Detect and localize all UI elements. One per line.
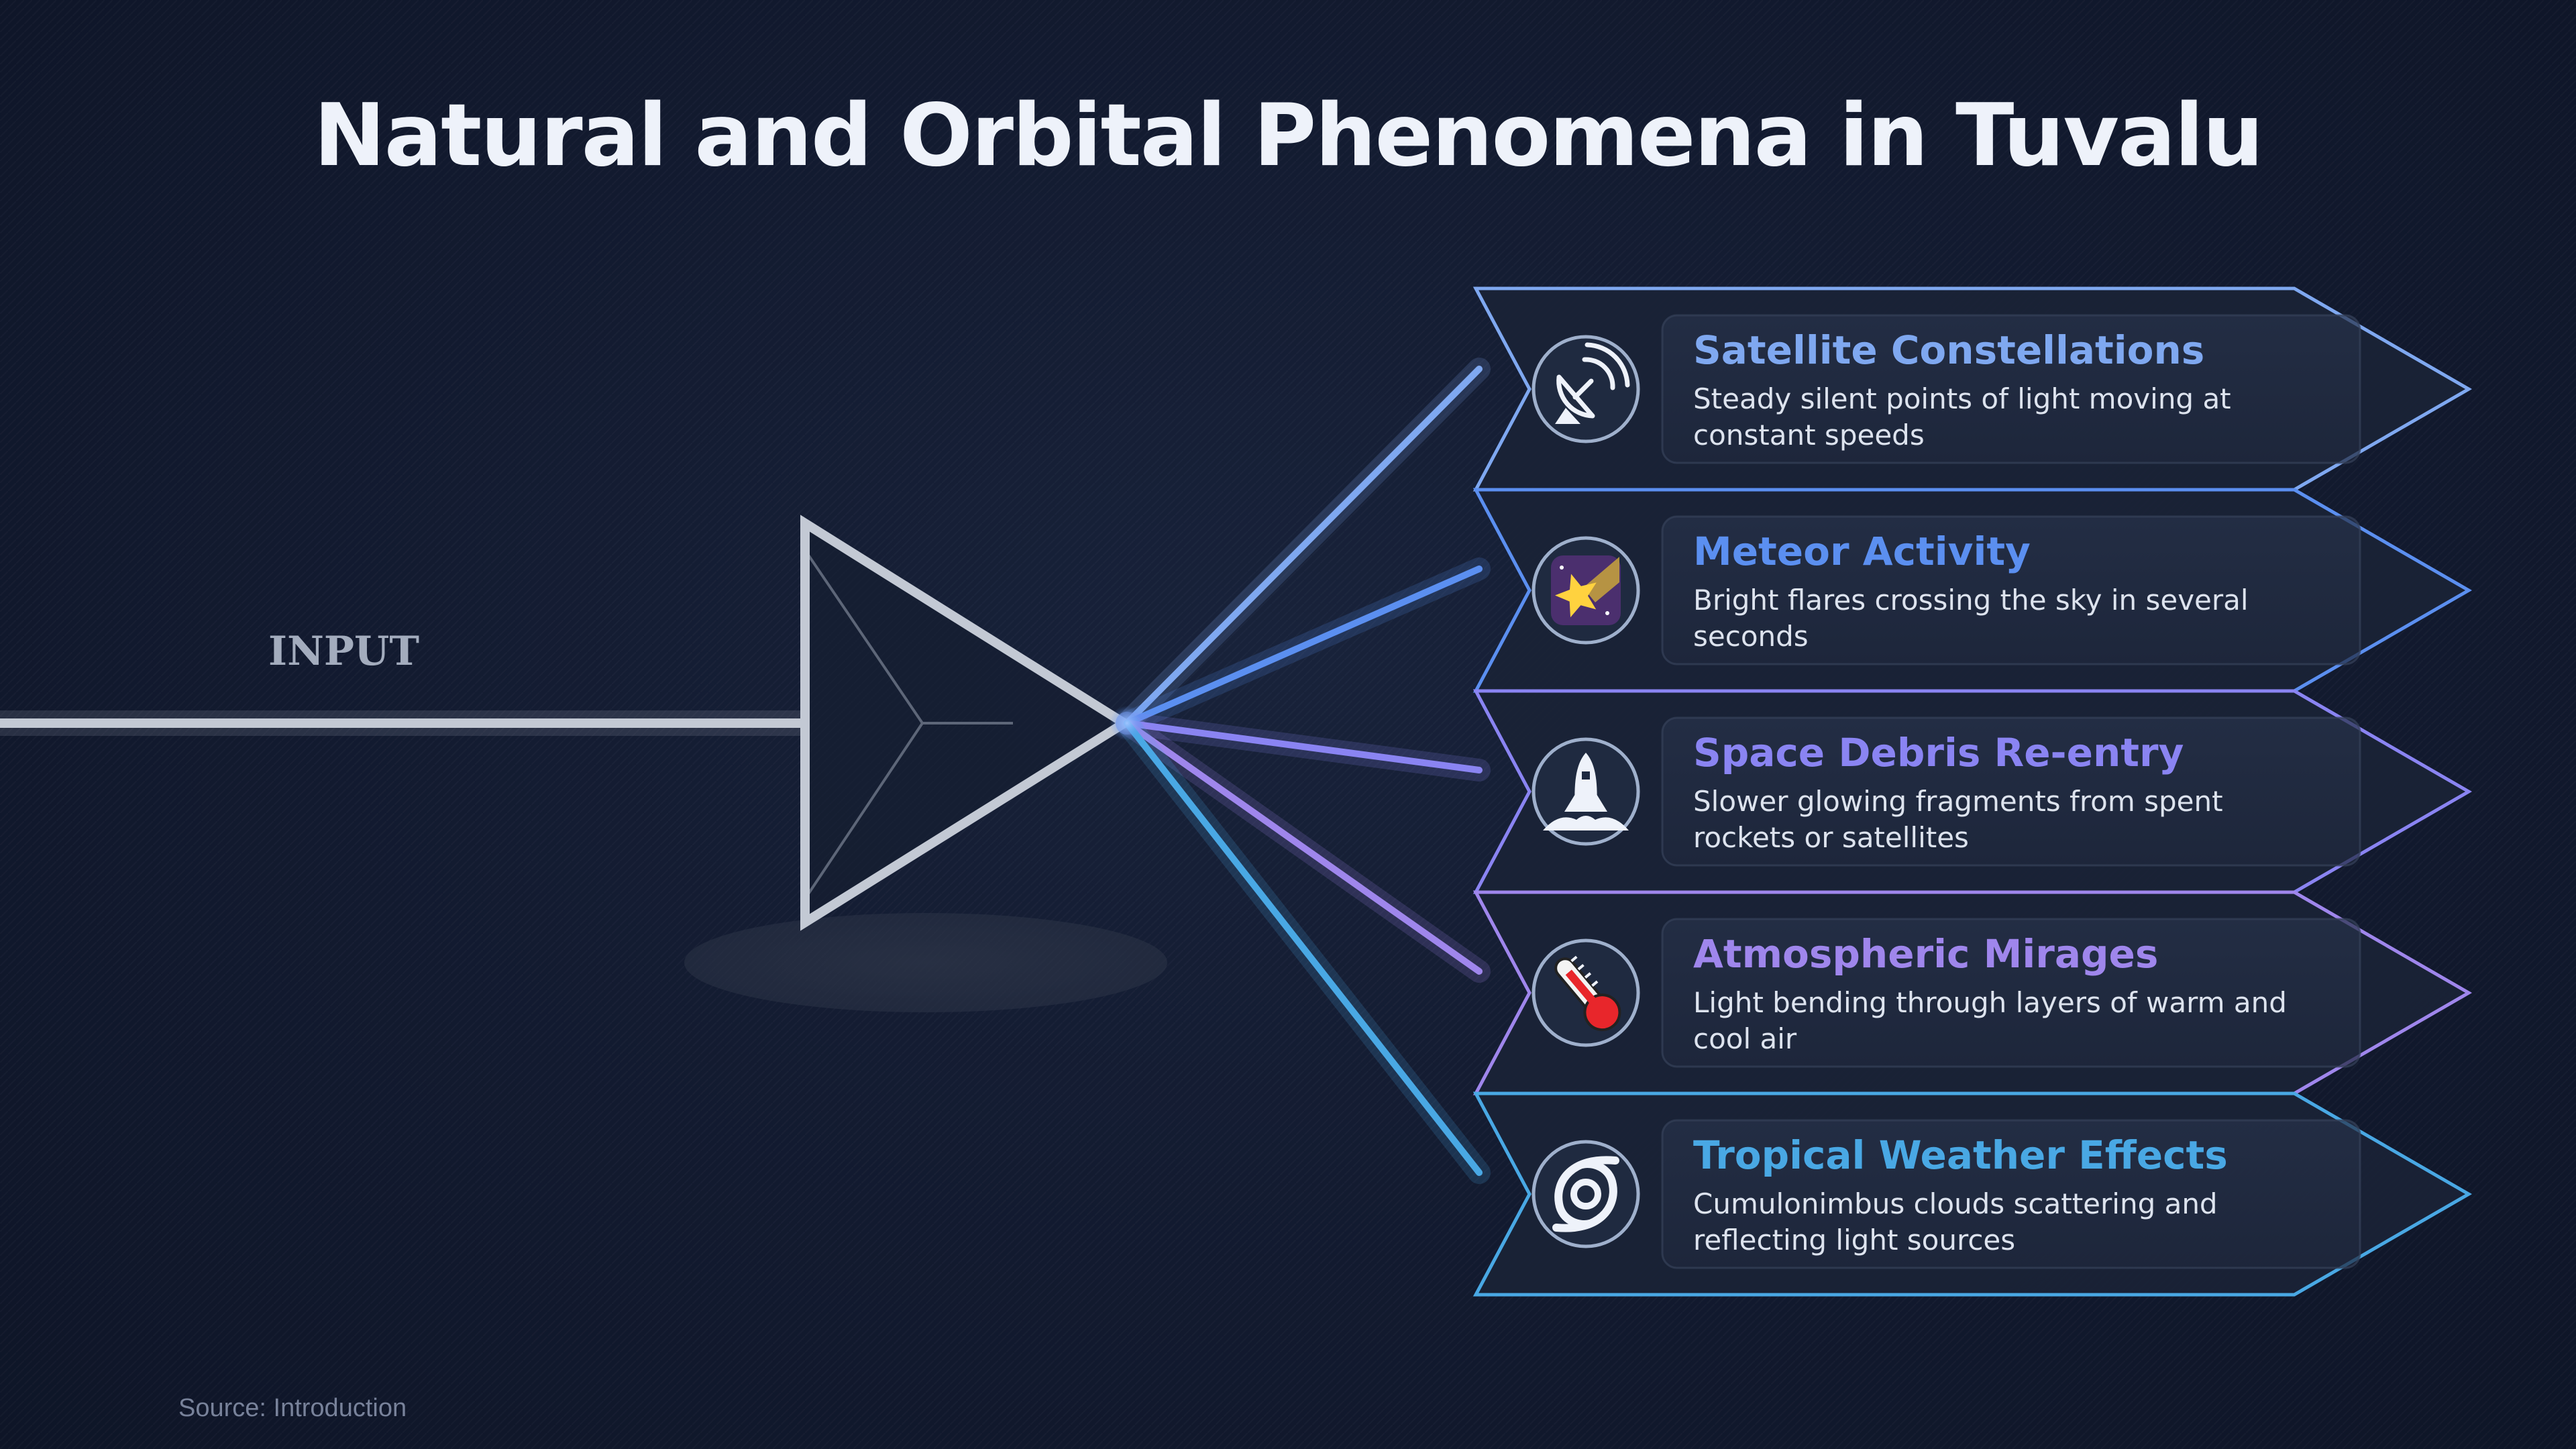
rocket-launch-icon [1543,753,1629,830]
phenomenon-band-4 [1472,890,2473,1095]
ray-1 [1124,366,1483,727]
prism-shadow [684,913,1167,1012]
phenomenon-description-2: Bright flares crossing the sky in severa… [1693,584,2249,653]
phenomenon-card-1 [1661,314,2361,464]
phenomenon-description-3: Slower glowing fragments from spent rock… [1693,785,2223,854]
ray-5 [1124,720,1483,1176]
phenomenon-card-3 [1661,716,2361,867]
prism-focus-glow [1110,706,1144,741]
phenomenon-description-1: Steady silent points of light moving at … [1693,382,2231,451]
hurricane-icon [1552,1156,1619,1232]
phenomenon-band-5 [1472,1091,2473,1297]
phenomenon-description-4: Light bending through layers of warm and… [1693,986,2287,1055]
phenomenon-title-3: Space Debris Re-entry [1693,730,2184,775]
phenomenon-title-4: Atmospheric Mirages [1693,931,2159,977]
phenomenon-band-1 [1472,286,2473,492]
phenomenon-description-5: Cumulonimbus clouds scattering and refle… [1693,1187,2218,1256]
phenomenon-title-2: Meteor Activity [1693,529,2031,574]
ray-4 [1124,720,1483,975]
band-outline-5 [1472,1091,2473,1297]
phenomenon-card-2 [1661,515,2361,665]
rays-group [1116,358,1491,1184]
icon-badge-5 [1532,1140,1640,1248]
input-beam [0,710,805,736]
phenomenon-title-5: Tropical Weather Effects [1693,1132,2228,1178]
cards-group [1472,286,2473,1297]
page-title: Natural and Orbital Phenomena in Tuvalu [313,86,2264,186]
thermometer-icon [1554,955,1621,1032]
input-label: INPUT [268,628,419,675]
phenomenon-card-4 [1661,918,2361,1068]
phenomenon-card-5 [1661,1119,2361,1269]
prism [800,515,1134,931]
ray-2 [1124,566,1483,727]
ray-3 [1124,720,1483,773]
satellite-dish-icon [1555,342,1630,424]
shooting-star-icon [1551,555,1621,625]
phenomenon-band-3 [1472,689,2473,894]
source-note: Source: Introduction [178,1394,407,1422]
phenomenon-title-1: Satellite Constellations [1693,327,2205,373]
